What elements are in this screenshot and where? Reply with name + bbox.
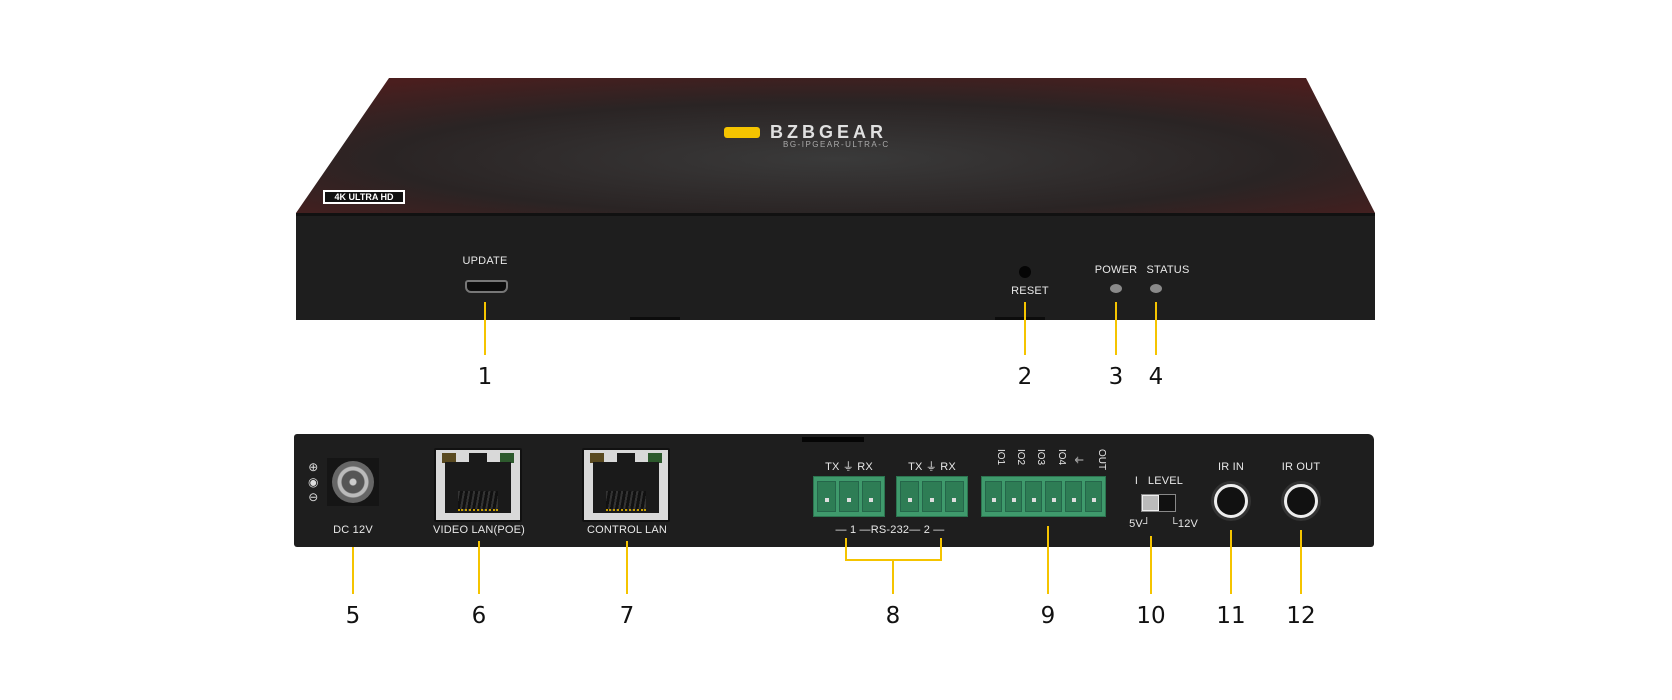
status-label: STATUS: [1146, 264, 1190, 276]
power-led: [1110, 284, 1122, 293]
update-label: UPDATE: [462, 255, 508, 267]
video-lan-label: VIDEO LAN(POE): [432, 524, 526, 536]
out-label: OUT: [1096, 449, 1107, 471]
callout-line-12: [1300, 530, 1302, 594]
front-panel: [296, 213, 1375, 320]
callout-line-9: [1047, 526, 1049, 594]
callout-line-10: [1150, 536, 1152, 594]
callout-6: 6: [471, 603, 487, 629]
control-lan-label: CONTROL LAN: [586, 524, 668, 536]
callout-9: 9: [1040, 603, 1056, 629]
callout-1: 1: [477, 364, 493, 390]
callout-4: 4: [1148, 364, 1164, 390]
callout-12: 12: [1286, 603, 1316, 629]
reset-label: RESET: [1011, 285, 1049, 297]
ground-label: ⏚: [1072, 455, 1083, 465]
level-12v-label: └12V: [1169, 518, 1199, 530]
control-lan-port[interactable]: [582, 448, 670, 522]
callout-line-5: [352, 547, 354, 594]
dc-label: DC 12V: [333, 524, 373, 536]
ir-out-jack[interactable]: [1284, 484, 1318, 518]
callout-10: 10: [1136, 603, 1166, 629]
callout-11: 11: [1216, 603, 1246, 629]
callout-2: 2: [1017, 364, 1033, 390]
rs232-1-pin-labels: TX ⏚ RX: [825, 461, 873, 473]
rs232-1-terminal[interactable]: [813, 476, 885, 517]
callout-line-8: [892, 560, 894, 594]
ir-out-label: IR OUT: [1281, 461, 1321, 473]
rear-tab: [802, 437, 864, 442]
callout-line-3: [1115, 302, 1117, 355]
io3-label: IO3: [1035, 449, 1046, 466]
callout-5: 5: [345, 603, 361, 629]
dc-power-jack[interactable]: [327, 458, 379, 506]
io-terminal[interactable]: [981, 476, 1106, 517]
front-device-top: [296, 78, 1375, 320]
brand-logo-icon: [724, 127, 760, 138]
callout-line-2: [1024, 302, 1026, 355]
4k-badge: 4K ULTRA HD: [323, 190, 405, 204]
callout-3: 3: [1108, 364, 1124, 390]
model-name: BG-IPGEAR-ULTRA-C: [783, 140, 890, 149]
status-led: [1150, 284, 1162, 293]
rs232-2-terminal[interactable]: [896, 476, 968, 517]
power-label: POWER: [1094, 264, 1138, 276]
io1-label: IO1: [995, 449, 1006, 466]
callout-line-11: [1230, 530, 1232, 594]
callout-bracket-8-left: [845, 538, 847, 560]
level-switch[interactable]: [1141, 494, 1176, 512]
brand-logo: BZBGEAR: [770, 122, 887, 142]
ir-in-label: IR IN: [1217, 461, 1245, 473]
rs232-label: — 1 —RS-232— 2 —: [835, 524, 945, 536]
level-label: I LEVEL: [1134, 475, 1184, 487]
callout-8: 8: [885, 603, 901, 629]
callout-line-7: [626, 541, 628, 594]
callout-line-4: [1155, 302, 1157, 355]
reset-button[interactable]: [1019, 266, 1031, 278]
callout-line-1: [484, 302, 486, 355]
io2-label: IO2: [1015, 449, 1026, 466]
level-5v-label: 5V┘: [1129, 518, 1151, 530]
rs232-2-pin-labels: TX ⏚ RX: [908, 461, 956, 473]
callout-bracket-8-right: [940, 538, 942, 560]
callout-7: 7: [619, 603, 635, 629]
polarity-icon: ⊕◉⊖: [308, 460, 319, 504]
io4-label: IO4: [1056, 449, 1067, 466]
ir-in-jack[interactable]: [1214, 484, 1248, 518]
callout-line-6: [478, 541, 480, 594]
micro-usb-port[interactable]: [465, 280, 508, 293]
video-lan-port[interactable]: [434, 448, 522, 522]
